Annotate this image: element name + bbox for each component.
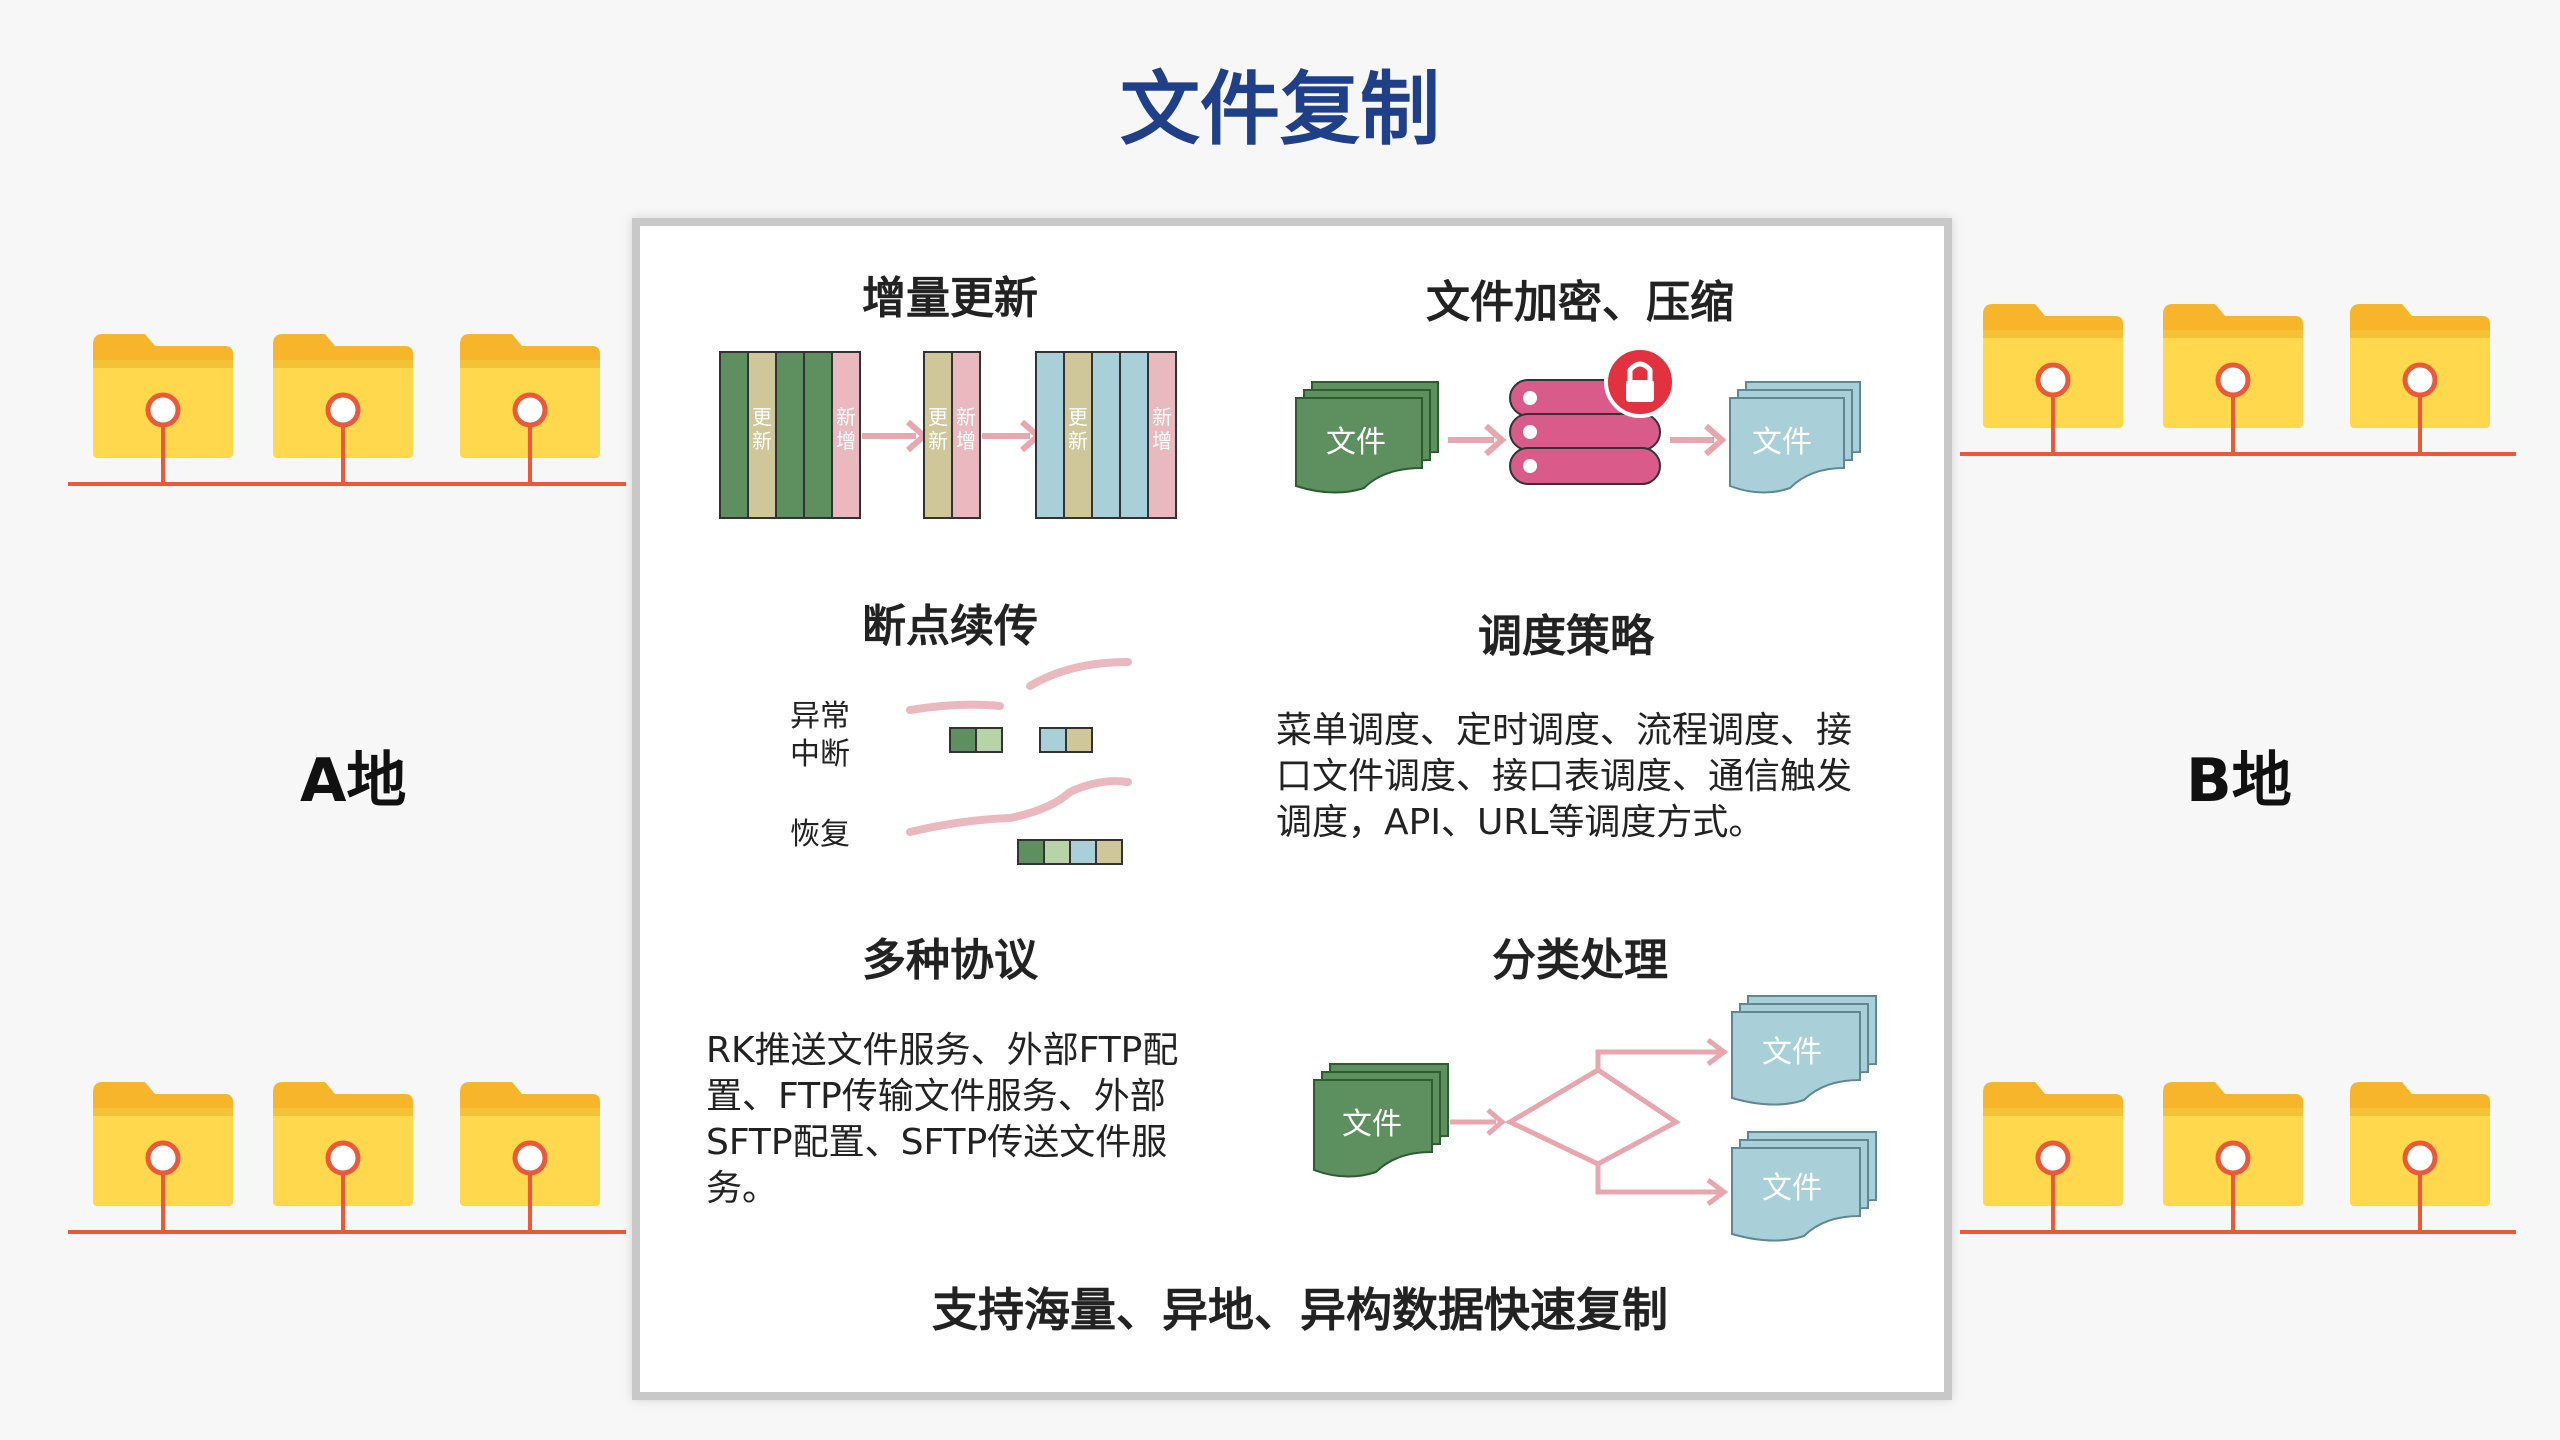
folder-icon	[2350, 1082, 2490, 1230]
footer-caption: 支持海量、异地、异构数据快速复制	[932, 1283, 1668, 1337]
incremental-title: 增量更新	[862, 273, 1038, 324]
classify-graphic: 文件 文件 文件	[1313, 995, 1877, 1242]
arrow-icon	[1706, 1178, 1729, 1206]
file-label: 文件	[1326, 425, 1386, 460]
folder-icon	[460, 334, 600, 482]
segment-update-label: 更新	[928, 405, 948, 453]
arrow-icon	[1486, 1108, 1506, 1136]
page-title: 文件复制	[1120, 63, 1440, 156]
file-label: 文件	[1752, 425, 1812, 460]
protocols-description: RK推送文件服务、外部FTP配置、FTP传输文件服务、外部SFTP配置、SFTP…	[706, 1030, 1179, 1209]
site-a-label: A地	[300, 746, 407, 816]
classify-title: 分类处理	[1492, 935, 1668, 986]
schedule-description: 菜单调度、定时调度、流程调度、接口文件调度、接口表调度、通信触发调度，API、U…	[1276, 710, 1853, 843]
encrypt-title: 文件加密、压缩	[1426, 277, 1734, 328]
file-block-initial	[719, 351, 861, 519]
arrow-icon	[1704, 423, 1727, 457]
encrypt-graphic: 文件 文件	[1295, 346, 1861, 494]
file-label: 文件	[1762, 1035, 1822, 1070]
abnormal-label: 异常 中断	[790, 699, 850, 772]
segment-new-label: 新增	[836, 405, 856, 453]
file-stack-icon	[1729, 381, 1861, 494]
folder-icon	[2350, 304, 2490, 452]
file-label: 文件	[1762, 1171, 1822, 1206]
resume-graphic	[906, 658, 1132, 865]
file-block-delta	[923, 351, 981, 519]
folder-icon	[460, 1082, 600, 1230]
schedule-title: 调度策略	[1478, 611, 1654, 662]
folder-icon	[2163, 304, 2303, 452]
diamond-icon	[1504, 1067, 1681, 1167]
file-block-result	[1035, 351, 1177, 519]
folder-icon	[273, 334, 413, 482]
folder-icon	[1983, 1082, 2123, 1230]
resume-title: 断点续传	[862, 601, 1038, 652]
arrow-icon	[1484, 423, 1507, 457]
site-b-label: B地	[2186, 746, 2292, 816]
folder-icon	[93, 334, 233, 482]
folder-icon	[1983, 304, 2123, 452]
segment-update-label: 更新	[752, 405, 772, 453]
segment-new-label: 新增	[1152, 405, 1172, 453]
segment-update-label: 更新	[1068, 405, 1088, 453]
protocols-title: 多种协议	[862, 935, 1038, 986]
arrow-icon	[1706, 1038, 1729, 1066]
folder-icon	[2163, 1082, 2303, 1230]
incremental-graphic: 更新 新增 更新 新增 更新 新增	[719, 351, 1177, 519]
site-a-top-network	[68, 334, 626, 486]
file-stack-icon	[1731, 1131, 1877, 1242]
file-label: 文件	[1342, 1107, 1402, 1142]
file-stack-icon	[1295, 381, 1439, 494]
lock-icon	[1604, 346, 1676, 418]
file-stack-icon	[1313, 1063, 1449, 1178]
site-b-top-network	[1960, 304, 2516, 456]
file-stack-icon	[1731, 995, 1877, 1106]
database-icon	[1509, 379, 1661, 485]
segment-new-label: 新增	[956, 405, 976, 453]
folder-icon	[93, 1082, 233, 1230]
site-b-bottom-network	[1960, 1082, 2516, 1234]
site-a-bottom-network	[68, 1082, 626, 1234]
recover-label: 恢复	[790, 817, 850, 852]
folder-icon	[273, 1082, 413, 1230]
